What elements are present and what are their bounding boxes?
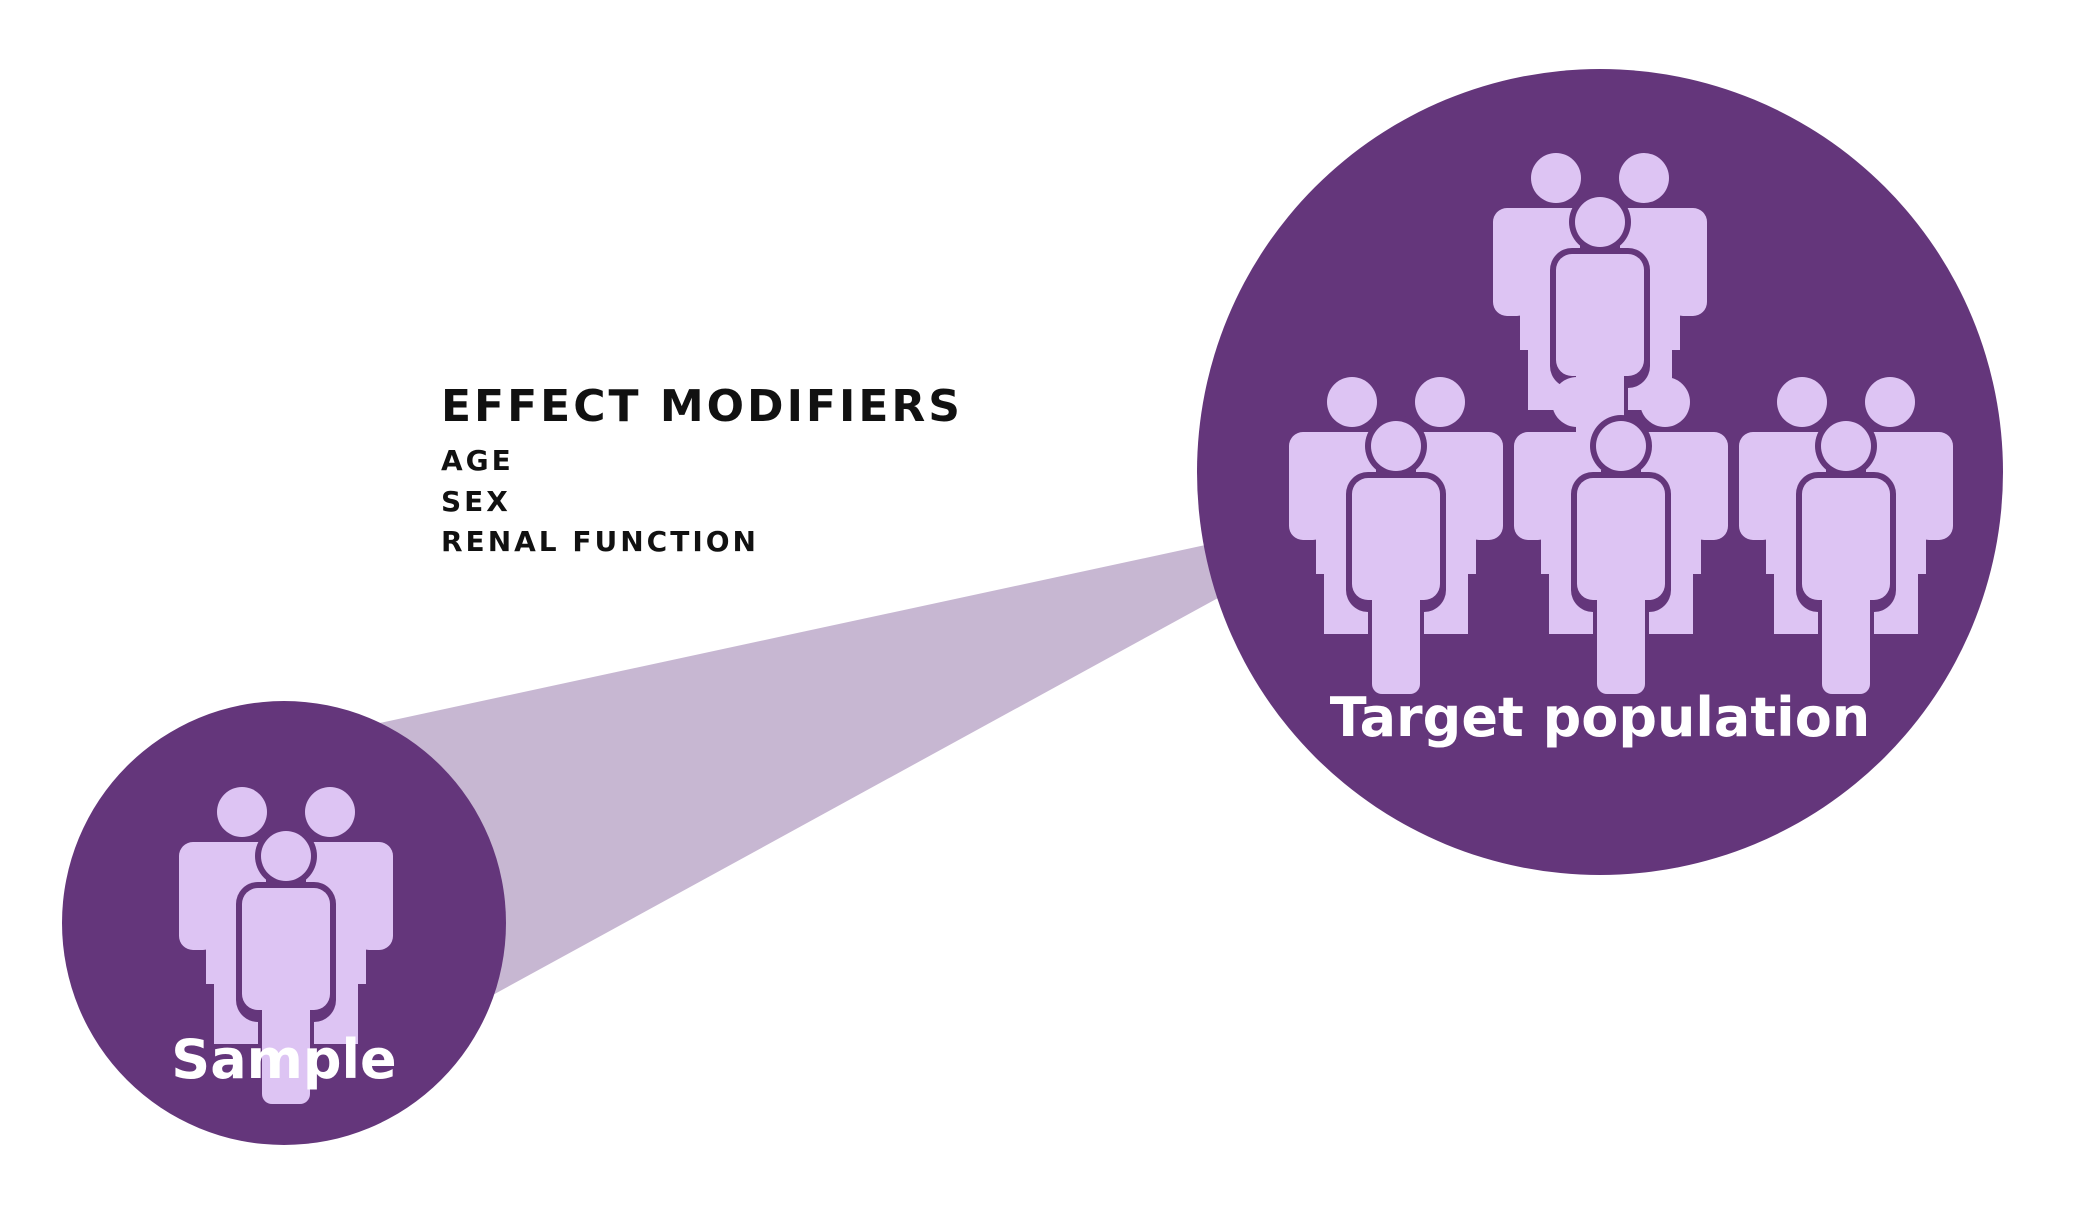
projection-beam [375,544,1218,1002]
modifier-item-age: AGE [441,444,514,477]
effect-modifiers-title: EFFECT MODIFIERS [441,381,963,432]
modifier-item-renal-function: RENAL FUNCTION [441,525,759,558]
modifier-item-sex: SEX [441,485,511,518]
effect-modifiers-block: EFFECT MODIFIERS AGE SEX RENAL FUNCTION [441,381,963,558]
sample-label: Sample [171,1028,396,1091]
sample-circle: Sample [62,701,506,1145]
target-population-label: Target population [1330,686,1871,749]
target-population-circle: Target population [1197,69,2003,875]
